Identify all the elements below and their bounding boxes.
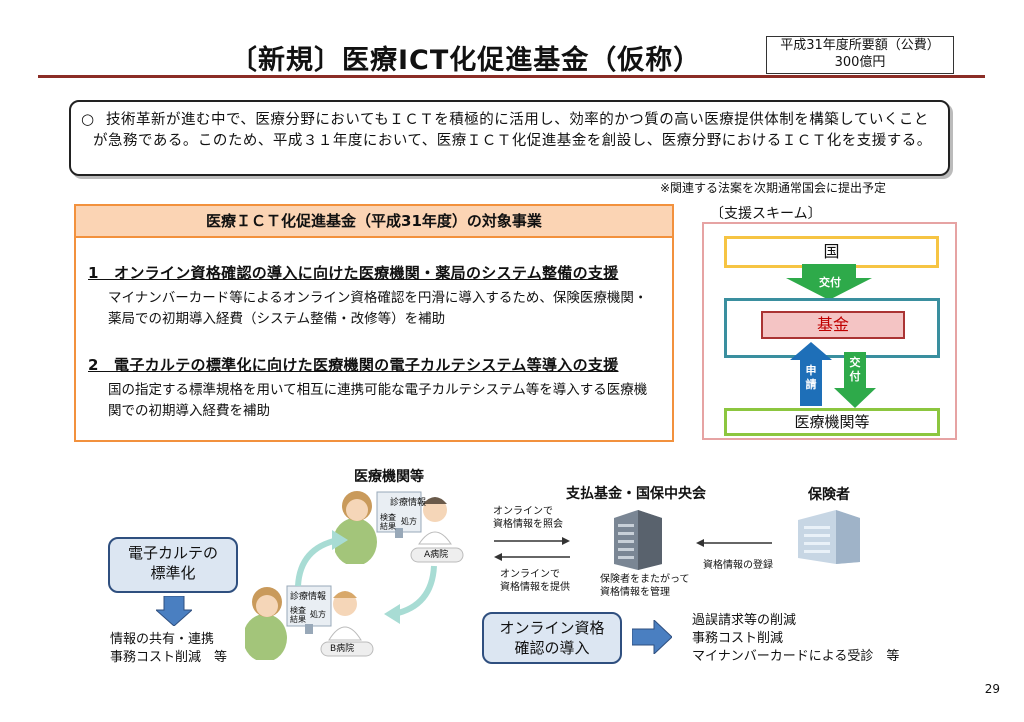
screen-prescription-label-a: 処方: [401, 517, 417, 526]
clinic-a-illustration: [335, 491, 464, 564]
legislation-note: ※関連する法案を次期通常国会に提出予定: [660, 181, 887, 195]
screen-top-label-a: 診療情報: [390, 498, 427, 508]
item-1-title: 1 オンライン資格確認の導入に向けた医療機関・薬局のシステム整備の支援: [88, 264, 619, 282]
online-provide-label: オンラインで 資格情報を提供: [500, 569, 570, 593]
intro-text: 技術革新が進む中で、医療分野においてもＩＣＴを積極的に活用し、効率的かつ質の高い…: [93, 112, 932, 149]
hokensha-label: 保険者: [808, 487, 850, 503]
intro-box: ○ 技術革新が進む中で、医療分野においてもＩＣＴを積極的に活用し、効率的かつ質の…: [69, 100, 950, 176]
item-1-desc: マイナンバーカード等によるオンライン資格確認を円滑に導入するため、保険医療機関・…: [108, 290, 648, 327]
item-2-title: 2 電子カルテの標準化に向けた医療機関の電子カルテシステム等導入の支援: [88, 356, 619, 374]
online-results: 過誤請求等の削減 事務コスト削減 マイナンバーカードによる受診 等: [692, 613, 900, 664]
hospital-a-label: A病院: [424, 550, 449, 560]
iryou-label: 医療機関等: [354, 469, 424, 485]
shinsei-label: 申 請: [805, 364, 817, 391]
item-2-desc: 国の指定する標準規格を用いて相互に連携可能な電子カルテシステム等を導入する医療機…: [108, 382, 648, 419]
kofu-down-arrow: [786, 264, 872, 300]
scheme-kikin: 基金: [761, 311, 905, 339]
clinic-b-illustration: [245, 585, 374, 660]
intro-bullet: ○: [81, 110, 95, 128]
kofu-top-label: 交付: [819, 276, 841, 289]
query-arrows: [494, 537, 570, 561]
budget-box: 平成31年度所要額（公費） 300億円: [766, 36, 954, 74]
online-box: オンライン資格 確認の導入: [482, 612, 622, 664]
touroku-arrow: [696, 539, 772, 547]
target-body: 1 オンライン資格確認の導入に向けた医療機関・薬局のシステム整備の支援 マイナン…: [74, 236, 674, 442]
budget-amount: 300億円: [834, 55, 886, 70]
ekarte-down-arrow: [156, 596, 192, 626]
screen-kensa-label-b: 検査 結果: [290, 606, 306, 624]
shinsei-up-arrow: [790, 342, 832, 406]
hospital-b-label: B病院: [330, 644, 355, 654]
ekarte-result: 情報の共有・連携 事務コスト削減 等: [110, 632, 228, 665]
title-rule: [38, 75, 985, 78]
scheme-title: 〔支援スキーム〕: [710, 206, 822, 222]
insurer-building-icon: [798, 510, 860, 564]
touroku-label: 資格情報の登録: [703, 560, 773, 571]
exchange-arrows: [295, 530, 437, 624]
shiharai-label: 支払基金・国保中央会: [566, 486, 706, 502]
ekarte-box: 電子カルテの 標準化: [108, 537, 238, 593]
page-title: 〔新規〕医療ICT化促進基金（仮称）: [230, 45, 702, 76]
kikin-outer: [724, 298, 940, 358]
screen-kensa-label-a: 検査 結果: [380, 513, 396, 531]
scheme-iryou: 医療機関等: [724, 408, 940, 436]
online-right-arrow: [632, 620, 672, 654]
target-heading: 医療ＩＣＴ化促進基金（平成31年度）の対象事業: [74, 204, 674, 238]
budget-label: 平成31年度所要額（公費）: [780, 38, 940, 53]
page-number: 29: [984, 682, 1000, 696]
kofu-down-arrow-2: [834, 352, 876, 408]
online-query-label: オンラインで 資格情報を照会: [493, 506, 563, 530]
datacenter-icon: [614, 510, 662, 570]
kofu-bottom-label: 交 付: [849, 356, 861, 383]
screen-prescription-label-b: 処方: [310, 610, 326, 619]
kanri-label: 保険者をまたがって 資格情報を管理: [600, 574, 690, 598]
screen-top-label-b: 診療情報: [290, 592, 327, 602]
